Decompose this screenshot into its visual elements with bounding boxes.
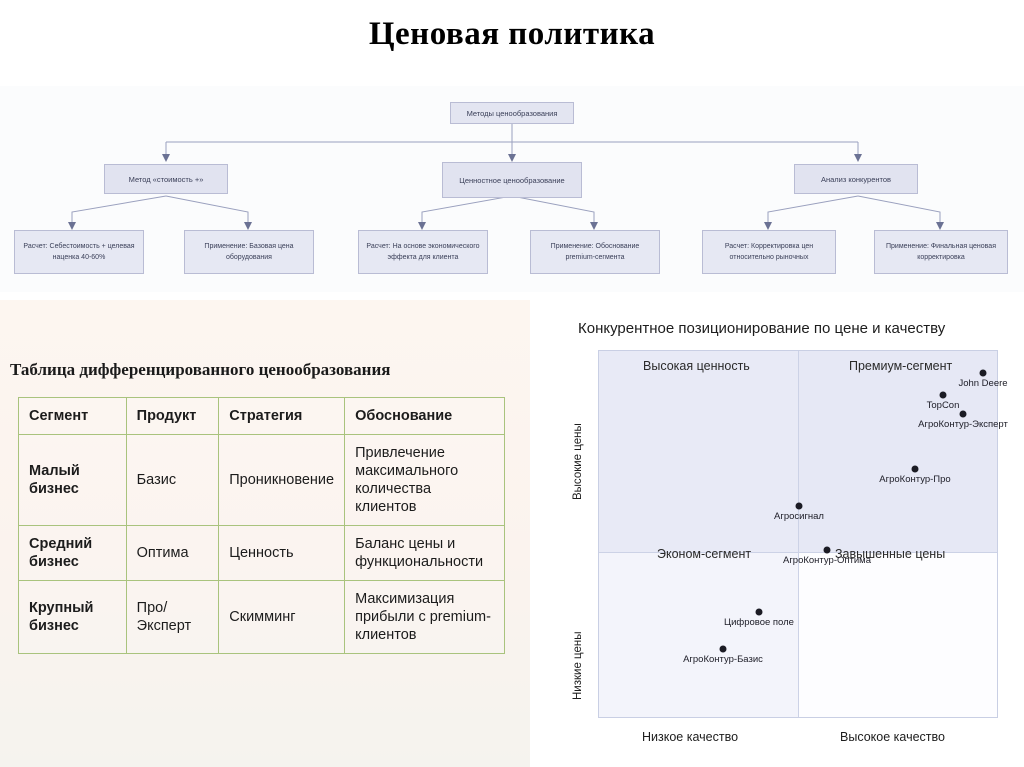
scatter-point-label: John Deere <box>958 378 1008 390</box>
y-axis-label-low-prices: Низкие цены <box>572 631 584 700</box>
diagram-branch-value-based: Ценностное ценообразование <box>442 162 582 198</box>
scatter-point <box>719 645 727 653</box>
quadrant-label-economy: Эконом-сегмент <box>657 547 752 561</box>
table-header-rationale: Обоснование <box>344 397 505 435</box>
diagram-branch-cost-plus: Метод «стоимость +» <box>104 164 228 194</box>
scatter-point-label: Агросигнал <box>774 510 824 522</box>
table-cell-strategy: Ценность <box>218 525 346 581</box>
scatter-point <box>979 369 987 377</box>
table-cell-product: Оптима <box>125 525 220 581</box>
x-axis-label-high-quality: Высокое качество <box>840 730 945 744</box>
scatter-point <box>755 608 763 616</box>
scatter-point <box>939 391 947 399</box>
competitive-positioning-panel: Конкурентное позиционирование по цене и … <box>530 300 1024 767</box>
diagram-connectors <box>68 124 944 230</box>
diagram-root-node: Методы ценообразования <box>450 102 574 124</box>
pricing-methods-diagram: Методы ценообразования Метод «стоимость … <box>0 86 1024 292</box>
table-header-strategy: Стратегия <box>218 397 346 435</box>
table-cell-rationale: Привлечение максимального количества кли… <box>344 434 505 526</box>
quadrant-horizontal-divider <box>599 552 997 554</box>
diagram-leaf-5: Расчет: Корректировка цен относительно р… <box>702 230 836 274</box>
table-header-product: Продукт <box>125 397 220 435</box>
diagram-leaf-3: Расчет: На основе экономического эффекта… <box>358 230 488 274</box>
table-caption: Таблица дифференцированного ценообразова… <box>10 360 391 379</box>
table-cell-segment: Крупный бизнес <box>18 580 127 654</box>
table-cell-product: Про/Эксперт <box>125 580 220 654</box>
scatter-point <box>795 502 803 510</box>
x-axis-label-low-quality: Низкое качество <box>642 730 739 744</box>
scatter-point-label: TopCon <box>926 400 960 412</box>
scatter-point-label: Цифровое поле <box>724 617 794 629</box>
differentiated-pricing-table: Сегмент Продукт Стратегия Обоснование Ма… <box>18 397 505 654</box>
scatter-point-label: АгроКонтур-Эксперт <box>918 418 1008 430</box>
quadrant-label-premium: Премиум-сегмент <box>849 359 953 373</box>
table-cell-segment: Малый бизнес <box>18 434 127 526</box>
diagram-leaf-4: Применение: Обоснование premium-сегмента <box>530 230 660 274</box>
table-row: Средний бизнес Оптима Ценность Баланс це… <box>18 525 505 581</box>
diagram-leaf-1: Расчет: Себестоимость + целевая наценка … <box>14 230 144 274</box>
chart-title: Конкурентное позиционирование по цене и … <box>578 320 946 337</box>
table-cell-product: Базис <box>125 434 220 526</box>
table-cell-segment: Средний бизнес <box>18 525 127 581</box>
diagram-branch-competitor-analysis: Анализ конкурентов <box>794 164 918 194</box>
scatter-point-label: АгроКонтур-Базис <box>683 654 763 666</box>
table-cell-strategy: Проникновение <box>218 434 346 526</box>
quadrant-overpriced <box>798 552 997 717</box>
quadrant-vertical-divider <box>798 351 799 717</box>
scatter-point <box>911 465 919 473</box>
scatter-point-label: АгроКонтур-Про <box>879 473 951 485</box>
diagram-leaf-2: Применение: Базовая цена оборудования <box>184 230 314 274</box>
table-row: Малый бизнес Базис Проникновение Привлеч… <box>18 434 505 526</box>
scatter-point <box>959 410 967 418</box>
table-header-segment: Сегмент <box>18 397 127 435</box>
scatter-point <box>823 546 831 554</box>
differentiated-pricing-panel: Таблица дифференцированного ценообразова… <box>0 300 530 767</box>
table-cell-rationale: Баланс цены и функциональности <box>344 525 505 581</box>
table-header-row: Сегмент Продукт Стратегия Обоснование <box>18 397 505 435</box>
quadrant-label-overpriced: Завышенные цены <box>835 547 946 561</box>
y-axis-label-high-prices: Высокие цены <box>572 423 584 500</box>
quadrant-economy <box>599 552 798 717</box>
scatter-point-label: АгроКонтур-Оптима <box>783 554 871 566</box>
page-title: Ценовая политика <box>368 16 656 52</box>
table-cell-strategy: Скимминг <box>218 580 346 654</box>
quadrant-label-high-value: Высокая ценность <box>643 359 750 373</box>
scatter-plot-area: Высокая ценность Премиум-сегмент Эконом-… <box>598 350 1008 718</box>
table-cell-rationale: Максимизация прибыли с premium-клиентов <box>344 580 505 654</box>
diagram-leaf-6: Применение: Финальная ценовая корректиро… <box>874 230 1008 274</box>
quadrant-premium <box>798 351 997 553</box>
quadrant-high-value <box>599 351 798 553</box>
table-row: Крупный бизнес Про/Эксперт Скимминг Макс… <box>18 580 505 654</box>
